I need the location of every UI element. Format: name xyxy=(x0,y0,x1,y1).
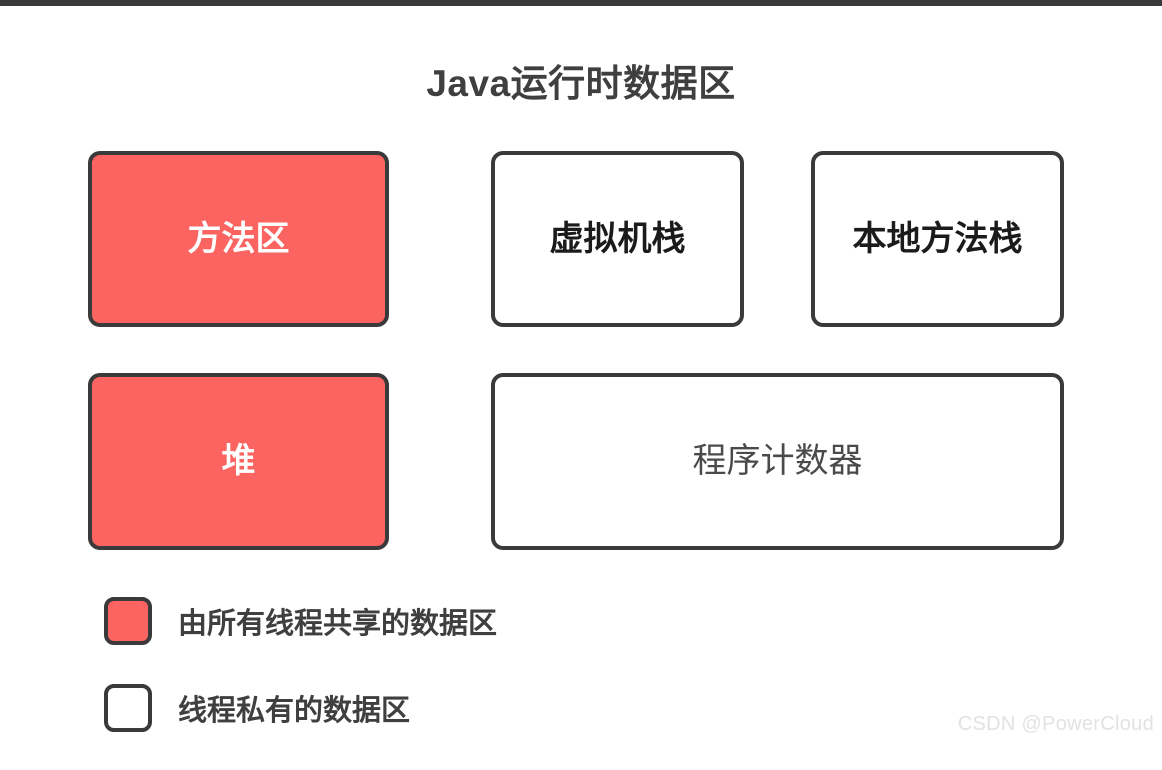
watermark: CSDN @PowerCloud xyxy=(957,713,1154,735)
memory-box-heap: 堆 xyxy=(88,373,389,550)
memory-box-label: 程序计数器 xyxy=(692,442,863,481)
diagram-title: Java运行时数据区 xyxy=(426,63,736,104)
legend-item-shared: 由所有线程共享的数据区 xyxy=(104,596,804,646)
memory-box-method-area: 方法区 xyxy=(88,151,389,327)
memory-box-vm-stack: 虚拟机栈 xyxy=(491,151,744,327)
legend-swatch-private-icon xyxy=(104,684,152,732)
legend-swatch-shared-icon xyxy=(104,597,152,645)
memory-box-program-counter: 程序计数器 xyxy=(491,373,1064,550)
memory-box-native-method-stack: 本地方法栈 xyxy=(811,151,1064,327)
legend-item-private: 线程私有的数据区 xyxy=(104,683,804,733)
memory-box-label: 方法区 xyxy=(187,219,290,258)
legend-label: 由所有线程共享的数据区 xyxy=(178,608,498,640)
memory-box-label: 堆 xyxy=(221,442,256,481)
legend: 由所有线程共享的数据区 线程私有的数据区 xyxy=(104,596,804,770)
legend-label: 线程私有的数据区 xyxy=(178,695,411,727)
diagram-canvas: Java运行时数据区 方法区 虚拟机栈 本地方法栈 堆 程序计数器 由所有线程共… xyxy=(88,63,1154,735)
memory-box-label: 本地方法栈 xyxy=(852,219,1023,258)
memory-box-label: 虚拟机栈 xyxy=(549,219,686,258)
top-divider-rule xyxy=(0,0,1162,6)
